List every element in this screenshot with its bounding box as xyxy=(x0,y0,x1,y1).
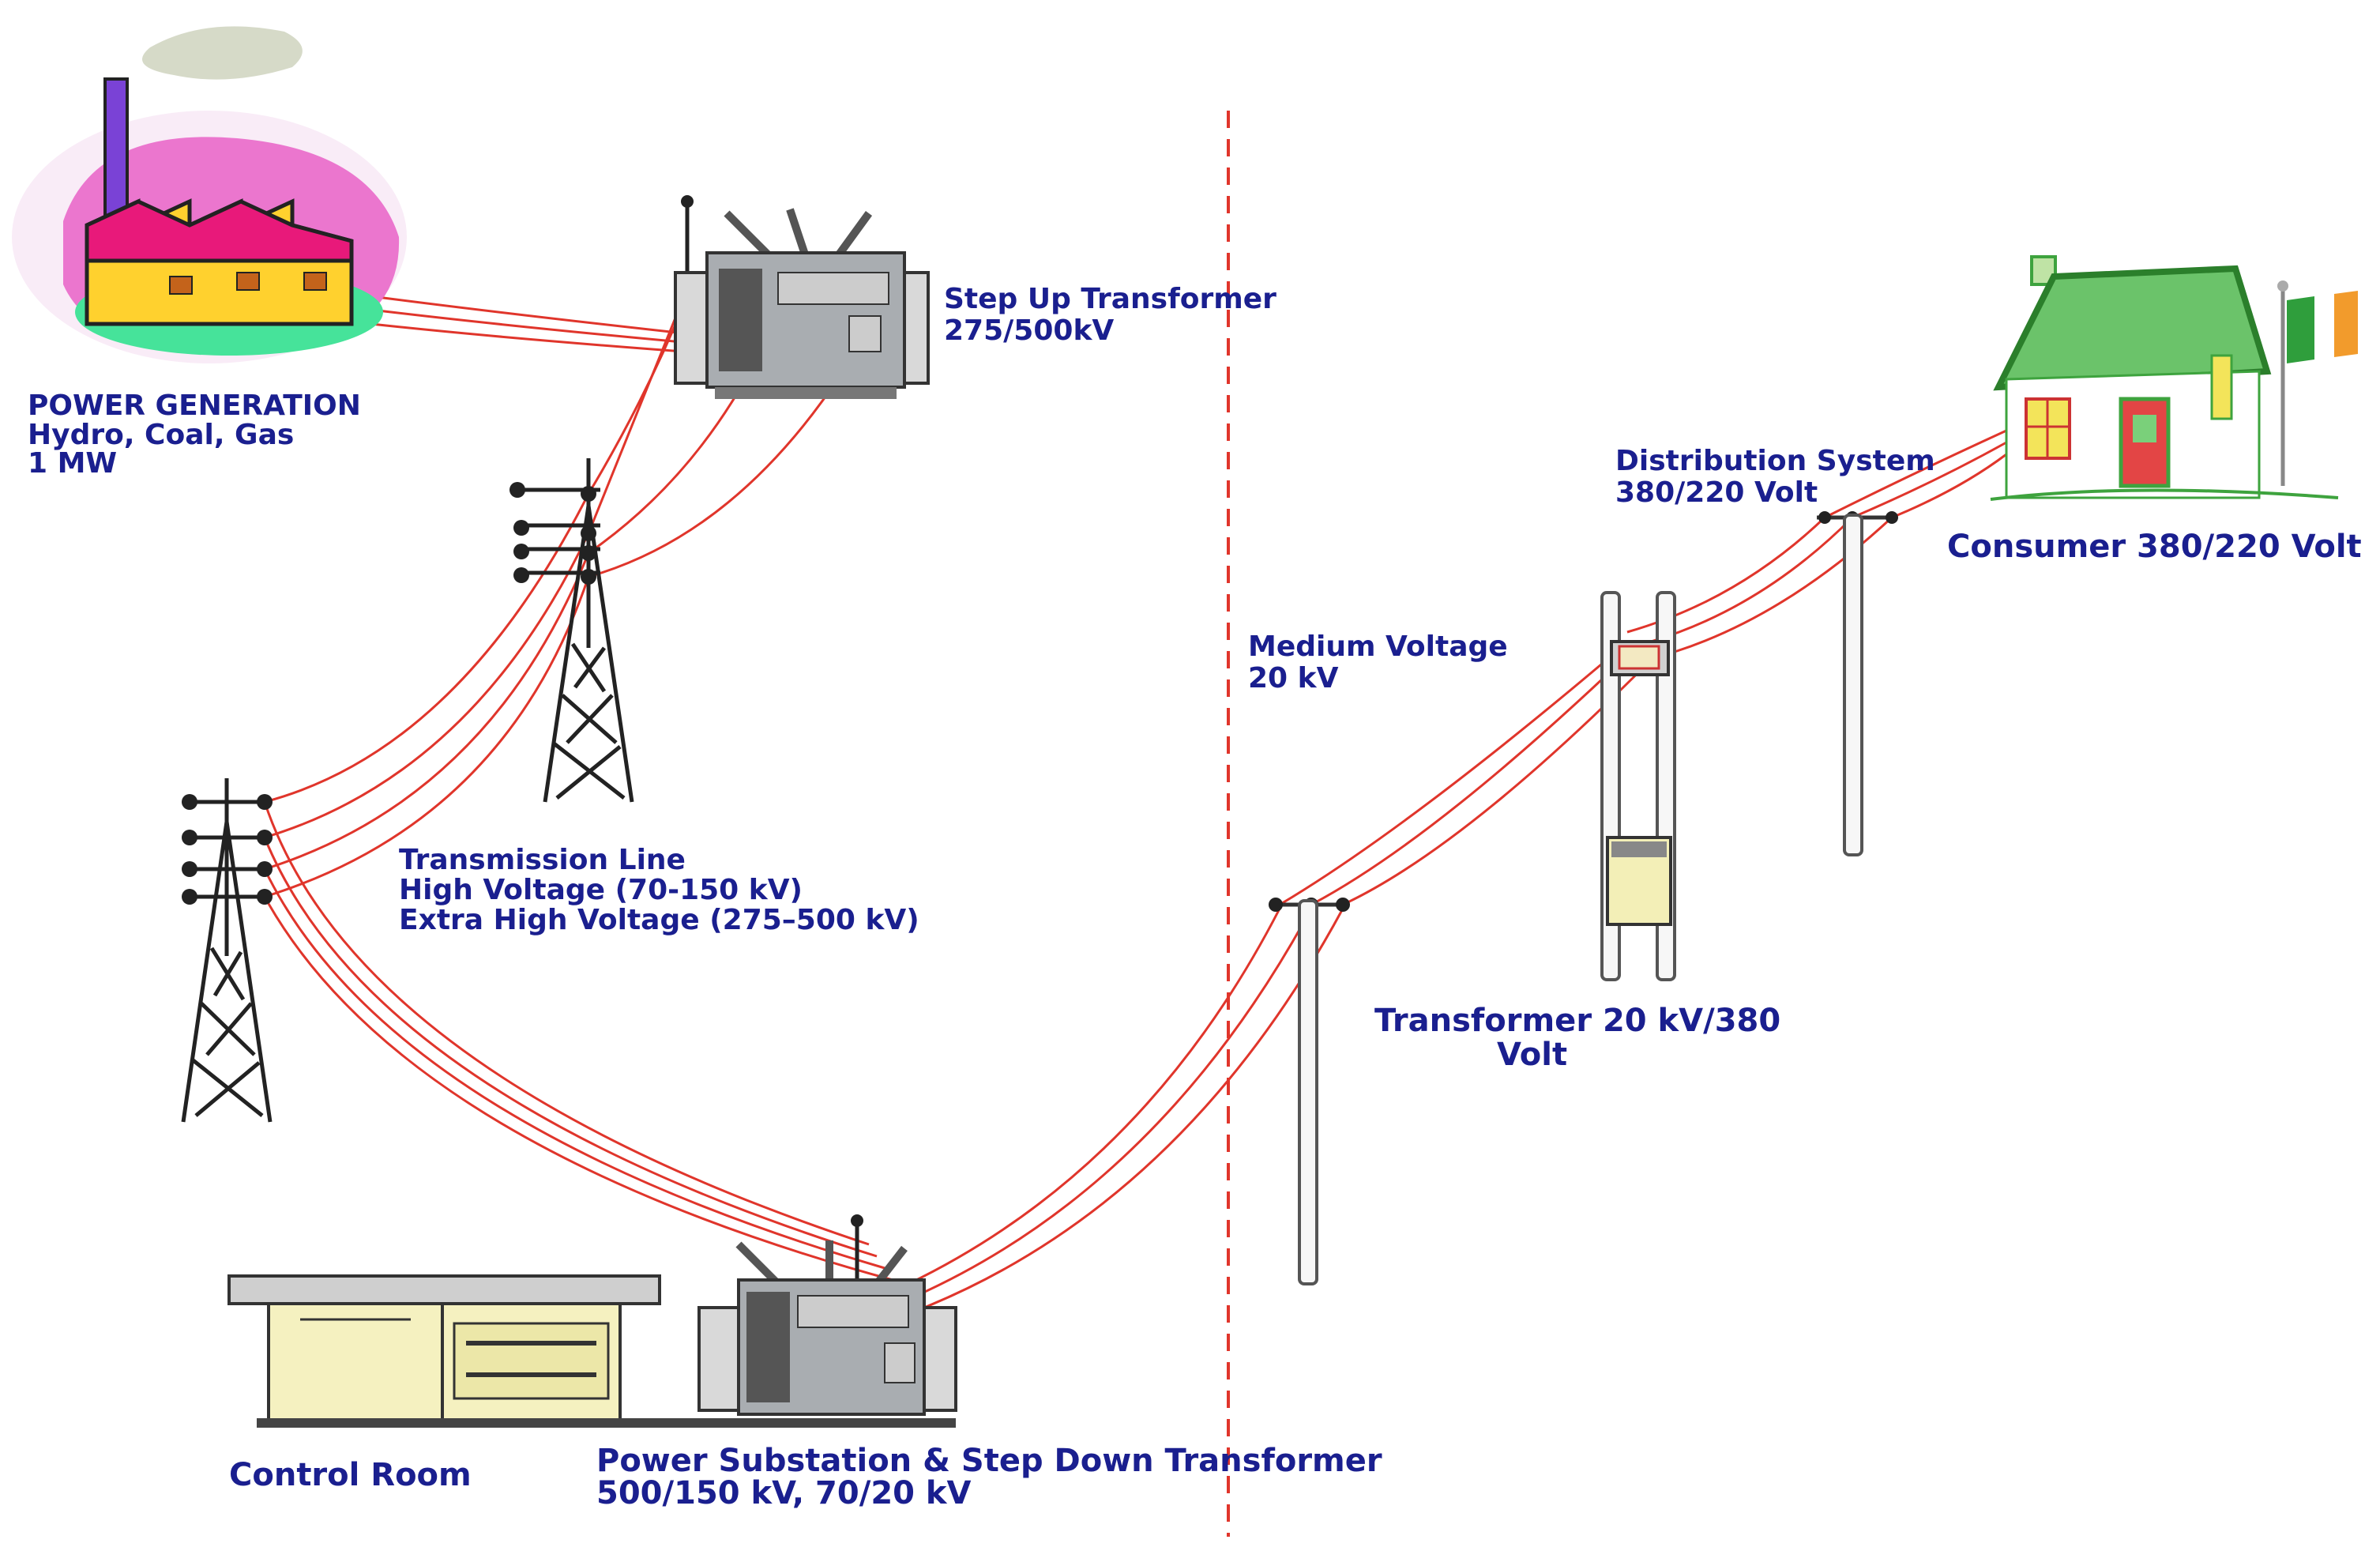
svg-text:Consumer 380/220 Volt: Consumer 380/220 Volt xyxy=(1947,529,2362,565)
svg-text:Volt: Volt xyxy=(1497,1037,1567,1073)
label-pole-transformer: Transformer 20 kV/380 Volt xyxy=(1374,1003,1780,1073)
label-medium-voltage: Medium Voltage 20 kV xyxy=(1248,630,1508,694)
label-consumer: Consumer 380/220 Volt xyxy=(1947,529,2362,565)
svg-text:380/220 Volt: 380/220 Volt xyxy=(1615,476,1818,509)
power-lines xyxy=(263,292,2007,1309)
svg-text:Transmission Line: Transmission Line xyxy=(399,844,686,876)
label-control-room: Control Room xyxy=(229,1457,472,1493)
label-power-generation: POWER GENERATION Hydro, Coal, Gas 1 MW xyxy=(28,390,361,480)
svg-text:POWER GENERATION: POWER GENERATION xyxy=(28,390,361,422)
svg-text:High Voltage (70-150 kV): High Voltage (70-150 kV) xyxy=(399,874,803,906)
label-transmission-line: Transmission Line High Voltage (70-150 k… xyxy=(399,844,919,936)
svg-text:Extra High Voltage (275–500 kV: Extra High Voltage (275–500 kV) xyxy=(399,904,919,936)
svg-text:Distribution System: Distribution System xyxy=(1615,445,1935,477)
svg-text:Power Substation & Step Down T: Power Substation & Step Down Transformer xyxy=(596,1443,1382,1479)
svg-text:Transformer 20 kV/380: Transformer 20 kV/380 xyxy=(1374,1003,1780,1039)
svg-text:500/150 kV, 70/20 kV: 500/150 kV, 70/20 kV xyxy=(596,1475,972,1511)
svg-text:275/500kV: 275/500kV xyxy=(944,314,1114,347)
label-step-up-transformer: Step Up Transformer 275/500kV xyxy=(944,283,1276,347)
svg-text:Control Room: Control Room xyxy=(229,1457,472,1493)
house-icon xyxy=(1990,255,2339,501)
pole-icon xyxy=(1269,898,1350,1285)
svg-text:Medium Voltage: Medium Voltage xyxy=(1248,630,1508,663)
pylon-icon xyxy=(509,458,634,803)
pole-icon xyxy=(1817,511,1898,856)
step-up-transformer-icon xyxy=(674,195,930,399)
svg-text:20 kV: 20 kV xyxy=(1248,662,1339,694)
label-distribution-system: Distribution System 380/220 Volt xyxy=(1615,445,1935,509)
flag-icon xyxy=(2277,280,2358,486)
substation-transformer-icon xyxy=(697,1214,957,1416)
control-room-icon xyxy=(227,1274,956,1428)
pole-transformer-icon xyxy=(1600,591,1676,981)
factory-icon xyxy=(12,26,407,363)
pylon-icon xyxy=(181,778,273,1123)
label-substation: Power Substation & Step Down Transformer… xyxy=(596,1443,1382,1511)
svg-text:Step Up Transformer: Step Up Transformer xyxy=(944,283,1276,315)
svg-text:1 MW: 1 MW xyxy=(28,447,117,480)
svg-text:Hydro, Coal, Gas: Hydro, Coal, Gas xyxy=(28,419,294,451)
